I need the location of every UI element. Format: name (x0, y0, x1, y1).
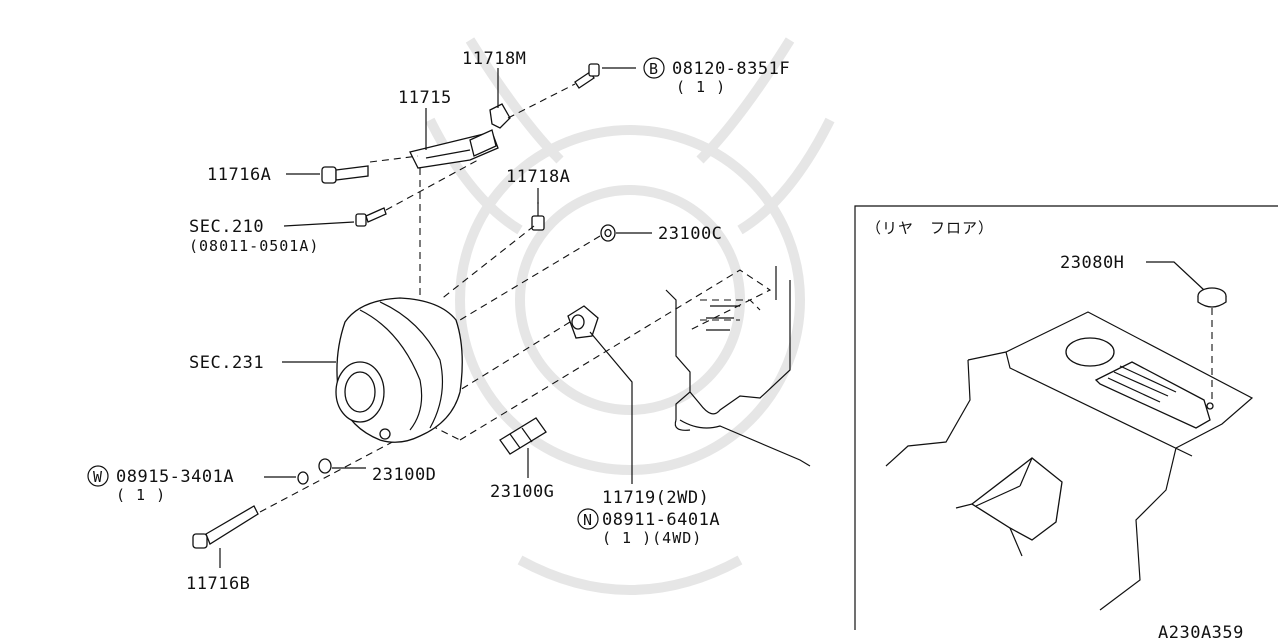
callout-23100G: 23100G (490, 448, 554, 502)
badge-nut-letter: N (583, 511, 593, 529)
callout-11719: 11719(2WD) N 08911-6401A ( 1 )(4WD) (577, 331, 720, 547)
watermark-emblem (425, 37, 835, 595)
label-08911-6401A: 08911-6401A (602, 510, 720, 530)
badge-washer-letter: W (93, 468, 103, 486)
callout-11716B: 11716B (186, 548, 250, 594)
label-11718M: 11718M (462, 49, 526, 69)
assembly-dashed-lines (259, 83, 772, 513)
plug-23080H (1197, 287, 1227, 308)
callout-sec231: SEC.231 (189, 353, 336, 373)
transmission-outline (665, 266, 811, 467)
label-11716A: 11716A (207, 165, 271, 185)
callout-sec210: SEC.210 (08011-0501A) (189, 217, 355, 255)
callout-11718A: 11718A (506, 167, 570, 204)
washers-23100D-08915 (297, 458, 332, 485)
label-11718A: 11718A (506, 167, 570, 187)
label-sec231: SEC.231 (189, 353, 264, 373)
callout-08915-3401A: W 08915-3401A ( 1 ) (87, 465, 296, 504)
label-23100G: 23100G (490, 482, 554, 502)
label-23100D: 23100D (372, 465, 436, 485)
label-sec210: SEC.210 (189, 217, 264, 237)
sleeve-23100G (499, 417, 547, 455)
callout-08120-8351F: B 08120-8351F ( 1 ) (602, 57, 790, 96)
bolt-08120-8351F (574, 63, 600, 89)
label-sec210-ref: (08011-0501A) (189, 237, 319, 255)
inset-rear-floor: （リヤ フロア） 23080H (854, 205, 1278, 630)
label-08120-8351F: 08120-8351F (672, 59, 790, 79)
qty-08120-8351F: ( 1 ) (676, 78, 726, 96)
label-11719: 11719(2WD) (602, 488, 709, 508)
bolt-11716B (192, 505, 259, 549)
inset-title: （リヤ フロア） (866, 219, 994, 237)
bolt-11716A (321, 165, 369, 184)
qty-08911-6401A: ( 1 )(4WD) (602, 529, 702, 547)
alternator-sec231 (335, 297, 463, 443)
label-08915-3401A: 08915-3401A (116, 467, 234, 487)
callout-11718M: 11718M (462, 49, 526, 108)
floor-panel (885, 311, 1254, 611)
callout-23100D: 23100D (332, 465, 436, 485)
bracket-11715 (409, 129, 499, 169)
qty-08915-3401A: ( 1 ) (116, 486, 166, 504)
callout-23100C: 23100C (616, 224, 722, 244)
badge-bolt-icon (643, 57, 665, 79)
label-11715: 11715 (398, 88, 452, 108)
bolt-sec210 (355, 207, 387, 227)
badge-bolt-letter: B (649, 60, 659, 78)
bracket-11718M (489, 103, 511, 129)
bolt-11718A (531, 202, 545, 231)
diagram-code: A230A359 (1158, 623, 1244, 639)
washer-23100C (600, 224, 616, 242)
label-23100C: 23100C (658, 224, 722, 244)
badge-nut-icon (577, 508, 599, 530)
badge-washer-icon (87, 465, 109, 487)
callout-11715: 11715 (398, 88, 452, 150)
mount-11719 (567, 305, 599, 339)
inset-frame (854, 205, 1278, 630)
label-11716B: 11716B (186, 574, 250, 594)
label-23080H: 23080H (1060, 253, 1124, 273)
callout-11716A: 11716A (207, 165, 320, 185)
